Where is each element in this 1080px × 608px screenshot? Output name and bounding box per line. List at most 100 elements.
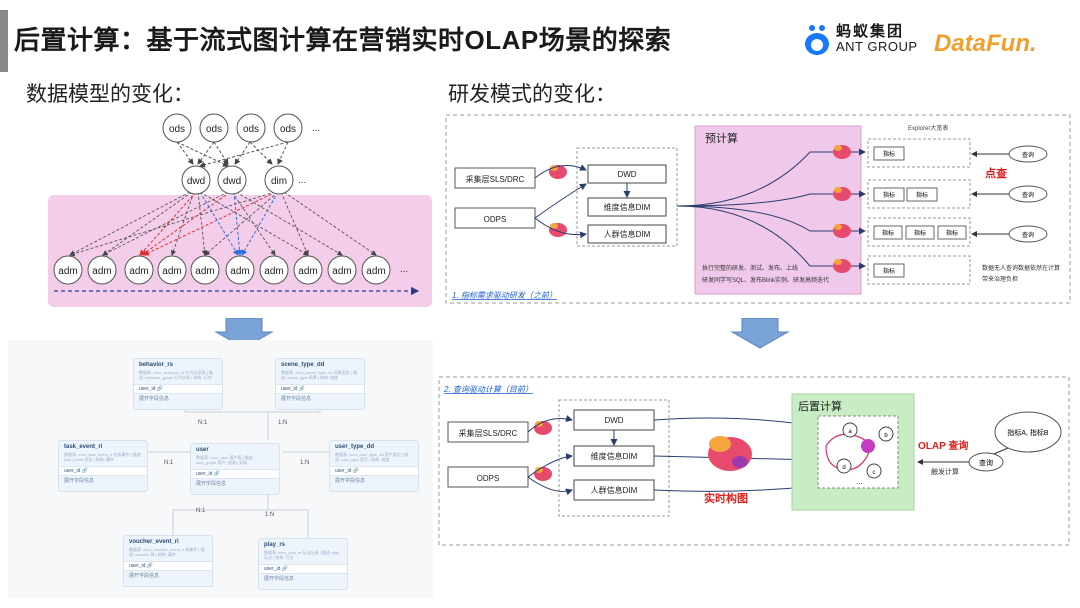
right-section-title: 研发模式的变化： — [448, 83, 616, 106]
svg-text:b: b — [884, 433, 888, 439]
bottom-caption: 2. 查询驱动计算（目前） — [443, 385, 533, 394]
top-dim2-box — [587, 224, 667, 244]
top-dim1-box — [587, 197, 667, 217]
svg-text:查询: 查询 — [1022, 151, 1034, 159]
left-section-title: 数据模型的变化： — [26, 83, 194, 106]
svg-text:d: d — [842, 465, 845, 471]
svg-text:a: a — [848, 429, 852, 435]
svg-text:DWD: DWD — [617, 170, 636, 179]
realtime-flink-icon — [708, 436, 752, 471]
svg-text:adm: adm — [298, 266, 317, 277]
metric-driven-diagram: 采集层SLS/DRC ODPS DWD 维度信息DIM 人群信息DIM 预计算 … — [445, 114, 1071, 304]
svg-text:指标: 指标 — [916, 191, 928, 199]
adm-layer-background — [48, 195, 432, 307]
adm-node-6: adm — [225, 255, 255, 285]
bottom-query-node: 查询 — [968, 452, 1004, 472]
svg-text:adm: adm — [332, 266, 351, 277]
query-node-3: 查询 — [1008, 225, 1048, 243]
svg-text:人群信息DIM: 人群信息DIM — [591, 485, 638, 495]
svg-text:ods: ods — [243, 124, 259, 135]
svg-text:维度信息DIM: 维度信息DIM — [591, 451, 638, 461]
bottom-dw-group — [558, 399, 670, 517]
adm-node-3: adm — [124, 255, 154, 285]
layered-model-diagram: ods ods ods ods ... dwd dwd dim ... adm … — [48, 113, 432, 307]
right-down-arrow — [730, 318, 790, 349]
svg-text:人群信息DIM: 人群信息DIM — [604, 229, 651, 239]
svg-text:ods: ods — [280, 124, 296, 135]
flink-icon — [833, 224, 851, 238]
top-caption: 1. 指标需求驱动研发（之前） — [452, 291, 557, 300]
relation-label: 1:N — [300, 460, 310, 466]
svg-text:查询: 查询 — [979, 458, 993, 467]
svg-text:ods: ods — [169, 124, 185, 135]
relation-label: N:1 — [196, 508, 206, 514]
postcompute-title: 后置计算 — [798, 399, 842, 413]
flink-icon — [549, 223, 567, 237]
ods-node-3: ods — [236, 113, 266, 143]
svg-text:查询: 查询 — [1022, 191, 1034, 199]
svg-text:DWD: DWD — [604, 416, 623, 425]
svg-text:dim: dim — [271, 176, 287, 187]
svg-text:指标: 指标 — [946, 229, 958, 237]
svg-text:adm: adm — [92, 266, 111, 277]
svg-text:指标A, 指标B: 指标A, 指标B — [1007, 428, 1049, 437]
svg-text:指标: 指标 — [882, 229, 894, 237]
ods-node-2: ods — [199, 113, 229, 143]
svg-text:ods: ods — [206, 124, 222, 135]
svg-text:指标: 指标 — [883, 191, 895, 199]
metrics-ab-node: 指标A, 指标B — [994, 411, 1062, 453]
relation-label: 1:N — [278, 420, 288, 426]
svg-text:adm: adm — [366, 266, 385, 277]
flink-icon — [534, 467, 552, 481]
relation-label: N:1 — [164, 460, 174, 466]
graph-node-a: a — [842, 422, 858, 438]
flink-icon — [833, 187, 851, 201]
svg-text:adm: adm — [162, 266, 181, 277]
graph-node-d: d — [836, 458, 852, 474]
olap-query-label: OLAP 查询 — [918, 439, 968, 452]
flink-icon — [549, 165, 567, 179]
svg-text:指标: 指标 — [883, 267, 895, 275]
title-accent-bar — [0, 10, 8, 72]
dw-more: ... — [298, 175, 306, 186]
adm-node-4: adm — [157, 255, 187, 285]
flink-icon — [833, 145, 851, 159]
governance-note-2: 带来治理负担 — [982, 275, 1018, 283]
ant-group-logo: 蚂蚁集团 ANT GROUP — [802, 22, 918, 56]
graph-node-c: c — [866, 463, 882, 479]
trigger-label: 触发计算 — [931, 467, 959, 476]
dwd-node-1: dwd — [181, 165, 211, 195]
adm-node-5: adm — [190, 255, 220, 285]
svg-text:adm: adm — [264, 266, 283, 277]
svg-text:ODPS: ODPS — [477, 474, 500, 483]
top-dw-group — [576, 147, 678, 247]
explorer-label: Explorer大宽表 — [908, 124, 948, 132]
adm-node-7: adm — [259, 255, 289, 285]
svg-text:adm: adm — [58, 266, 77, 277]
svg-text:查询: 查询 — [1022, 231, 1034, 239]
precompute-title: 预计算 — [705, 131, 738, 145]
ods-node-4: ods — [273, 113, 303, 143]
relation-label: N:1 — [198, 420, 208, 426]
bottom-frame — [438, 376, 1070, 546]
ant-logo-en: ANT GROUP — [836, 39, 918, 55]
ant-icon — [805, 25, 829, 55]
svg-text:采集层SLS/DRC: 采集层SLS/DRC — [466, 174, 525, 184]
ods-more: ... — [312, 123, 320, 134]
svg-text:c: c — [873, 470, 876, 476]
query-driven-diagram: 2. 查询驱动计算（目前） 采集层SLS/DRC ODPS DWD 维度信息DI… — [438, 376, 1070, 546]
query-node-2: 查询 — [1008, 185, 1048, 203]
svg-text:维度信息DIM: 维度信息DIM — [604, 202, 651, 212]
graph-node-b: b — [878, 426, 894, 442]
relation-label: 1:N — [265, 512, 275, 518]
governance-note-1: 数据无人查询数据依然在计算 — [982, 264, 1060, 272]
flink-icon — [833, 259, 851, 273]
precompute-desc-2: 研发同学写SQL、发布Blink实例、研发高频迭代 — [702, 276, 829, 284]
